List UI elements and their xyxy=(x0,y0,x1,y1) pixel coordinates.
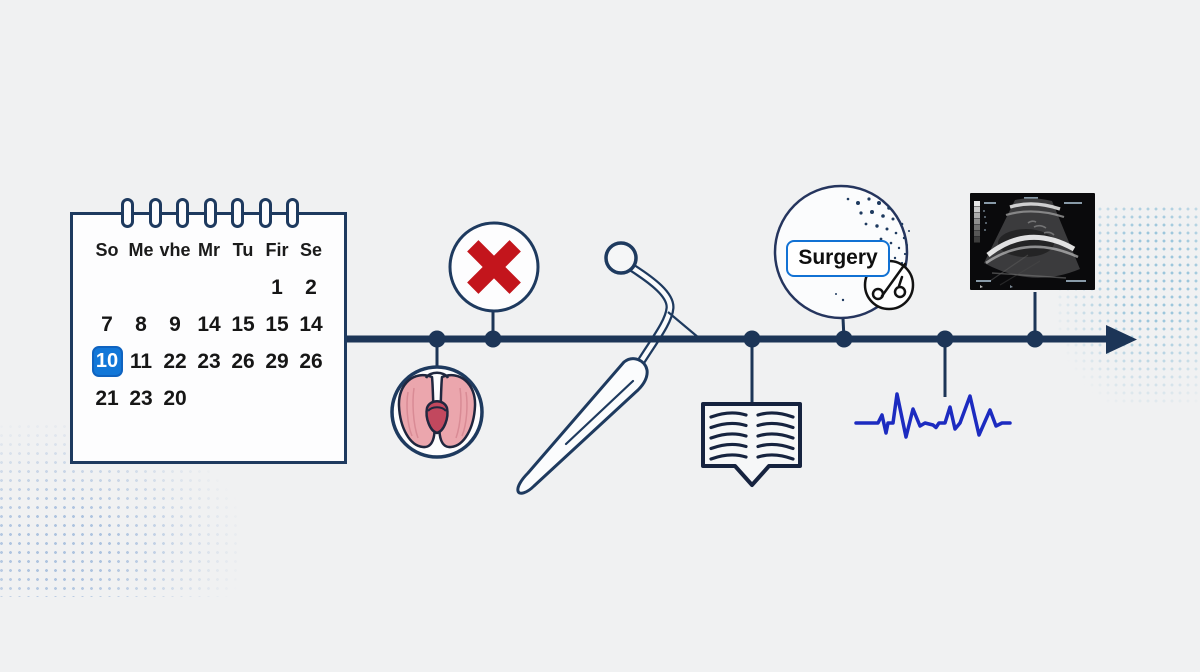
surgery-label: Surgery xyxy=(786,240,890,277)
x-icon xyxy=(448,221,540,313)
spiral-ring xyxy=(176,198,189,228)
calendar-date: 15 xyxy=(231,312,255,336)
calendar-date: 20 xyxy=(163,386,187,410)
calendar-date: 7 xyxy=(101,312,113,336)
ultrasound-scan xyxy=(970,193,1095,290)
surgical-probe-icon xyxy=(516,241,700,495)
calendar-date: 26 xyxy=(299,349,323,373)
calendar-date: 10 xyxy=(91,346,123,377)
spiral-ring xyxy=(121,198,134,228)
ultrasound-grayscale-bar xyxy=(974,201,980,243)
ekg-waveform-icon xyxy=(854,392,1012,439)
calendar-date: 14 xyxy=(299,312,323,336)
spiral-ring xyxy=(231,198,244,228)
calendar-day-header: Mr xyxy=(198,240,220,260)
calendar-selected-date: 10 xyxy=(91,346,123,377)
calendar-day-header: Se xyxy=(299,240,323,260)
spiral-ring xyxy=(204,198,217,228)
calendar-date: 2 xyxy=(305,275,317,299)
ultrasound-image xyxy=(970,193,1095,290)
calendar-date: 26 xyxy=(231,349,255,373)
calendar-date: 14 xyxy=(197,312,221,336)
calendar-date: 29 xyxy=(265,349,289,373)
calendar-date: 11 xyxy=(129,349,153,373)
calendar-date: 23 xyxy=(129,386,153,410)
calendar-date: 9 xyxy=(169,312,181,336)
calendar-date: 15 xyxy=(265,312,289,336)
calendar-date: 1 xyxy=(271,275,283,299)
calendar-date: 21 xyxy=(95,386,119,410)
spiral-ring xyxy=(259,198,272,228)
calendar-date: 8 xyxy=(135,312,147,336)
calendar-date: 23 xyxy=(197,349,221,373)
calendar-day-header: vhe xyxy=(159,240,191,260)
open-book-icon xyxy=(701,402,802,487)
dot-texture xyxy=(835,197,910,302)
calendar-day-header: So xyxy=(95,240,119,260)
throat-anatomy-icon xyxy=(390,365,484,459)
calendar-date: 22 xyxy=(163,349,187,373)
spiral-ring xyxy=(149,198,162,228)
calendar-day-header: Fir xyxy=(265,240,289,260)
spiral-ring xyxy=(286,198,299,228)
calendar-day-header: Tu xyxy=(232,240,254,260)
calendar-day-header: Me xyxy=(128,240,154,260)
